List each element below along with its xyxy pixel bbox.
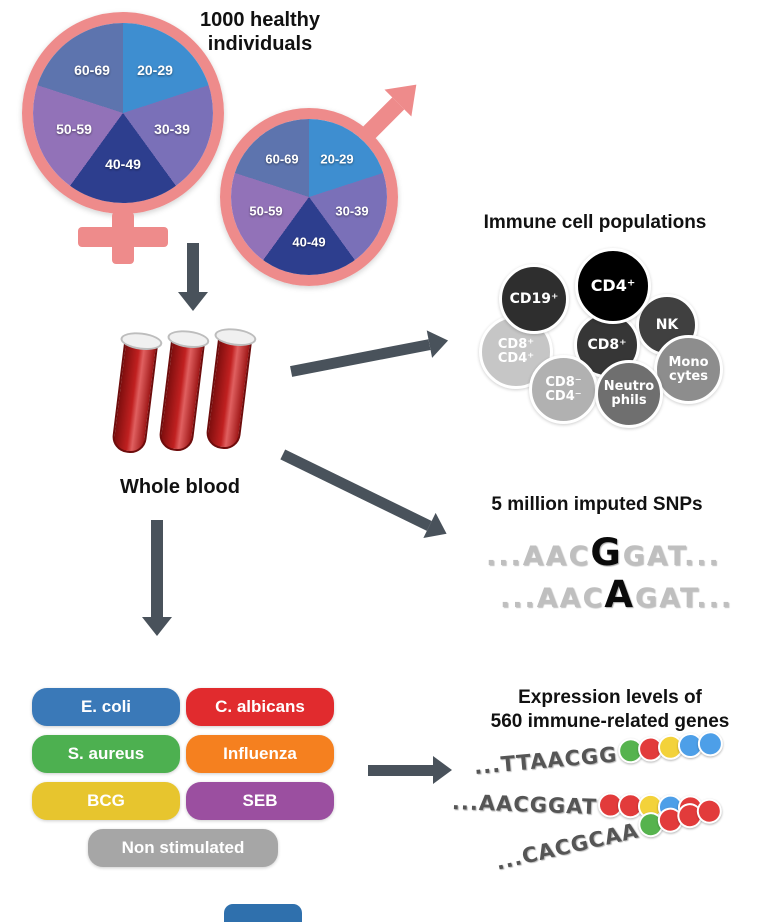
arrow-individuals-to-blood	[178, 243, 208, 311]
cell-monocytes: Mono cytes	[654, 335, 723, 404]
cohort-title: 1000 healthy individuals	[199, 9, 321, 55]
arrow-head-icon	[178, 292, 208, 311]
cropped-bottom-bar	[224, 904, 302, 922]
male-age-pie-chart: 20-29 30-39 40-49 50-59 60-69	[231, 119, 387, 275]
expression-bead-chain	[616, 730, 724, 769]
female-symbol-cross-horizontal	[78, 227, 168, 247]
blood-tube	[203, 326, 258, 451]
arrow-blood-to-cells	[288, 326, 451, 385]
gene-sequence: ...CACGCAA	[493, 818, 642, 875]
snp-variant-letter: A	[604, 573, 636, 616]
male-arrow-shaft	[357, 97, 404, 144]
stimulus-bcg: BCG	[32, 782, 180, 820]
expression-title: Expression levels of 560 immune-related …	[460, 686, 760, 734]
arrow-blood-to-stimuli	[142, 520, 172, 636]
whole-blood-label: Whole blood	[120, 476, 240, 498]
age-group-label: 30-39	[154, 121, 190, 137]
expression-title-line2: 560 immune-related genes	[490, 710, 730, 732]
age-group-label: 60-69	[265, 151, 299, 167]
stimulus-e-coli: E. coli	[32, 688, 180, 726]
cell-cd4pos: CD4⁺	[575, 248, 651, 324]
blood-tube	[156, 328, 211, 453]
female-age-pie-chart: 20-29 30-39 40-49 50-59 60-69	[33, 23, 213, 203]
stimulus-seb: SEB	[186, 782, 334, 820]
arrow-blood-to-snps	[277, 441, 453, 547]
cell-cd19pos: CD19⁺	[499, 264, 569, 334]
blue-bead	[696, 730, 724, 758]
stimulus-c-albicans: C. albicans	[186, 688, 334, 726]
stimulus-non-stimulated: Non stimulated	[88, 829, 278, 867]
age-group-label: 40-49	[105, 156, 141, 172]
expression-title-line1: Expression levels of	[518, 687, 702, 708]
age-group-label: 30-39	[335, 203, 369, 219]
cell-neutrophils: Neutro phils	[595, 360, 663, 428]
snp-seq-suffix: GAT...	[635, 583, 734, 614]
snps-title: 5 million imputed SNPs	[491, 494, 703, 515]
gene-expression-row: ...TTAACGG	[473, 730, 724, 782]
immune-cells-title: Immune cell populations	[483, 212, 707, 233]
age-group-label: 60-69	[74, 62, 110, 78]
snp-seq-suffix: GAT...	[622, 541, 721, 572]
cell-cd8neg-cd4neg: CD8⁻ CD4⁻	[529, 355, 598, 424]
gene-sequence: ...TTAACGG	[472, 742, 619, 779]
male-symbol: 20-29 30-39 40-49 50-59 60-69	[220, 108, 398, 286]
snp-sequence-allele-1: ...AACGGAT...	[486, 531, 721, 574]
snp-seq-prefix: ...AAC	[500, 583, 605, 614]
stimulus-s-aureus: S. aureus	[32, 735, 180, 773]
gene-sequence: ...AACGGAT	[451, 790, 598, 820]
arrow-head-icon	[142, 617, 172, 636]
female-symbol: 20-29 30-39 40-49 50-59 60-69	[22, 12, 224, 214]
snp-sequence-allele-2: ...AACAGAT...	[500, 573, 733, 616]
arrow-stimuli-to-expression	[368, 756, 452, 784]
age-group-label: 20-29	[137, 62, 173, 78]
age-group-label: 50-59	[56, 121, 92, 137]
snp-seq-prefix: ...AAC	[486, 541, 591, 572]
arrow-head-icon	[426, 326, 451, 358]
age-group-label: 20-29	[320, 151, 354, 167]
age-group-label: 50-59	[249, 203, 283, 219]
age-group-label: 40-49	[292, 234, 326, 250]
arrow-head-icon	[433, 756, 452, 784]
blood-tube	[109, 330, 164, 455]
stimulus-influenza: Influenza	[186, 735, 334, 773]
snp-variant-letter: G	[590, 531, 623, 574]
